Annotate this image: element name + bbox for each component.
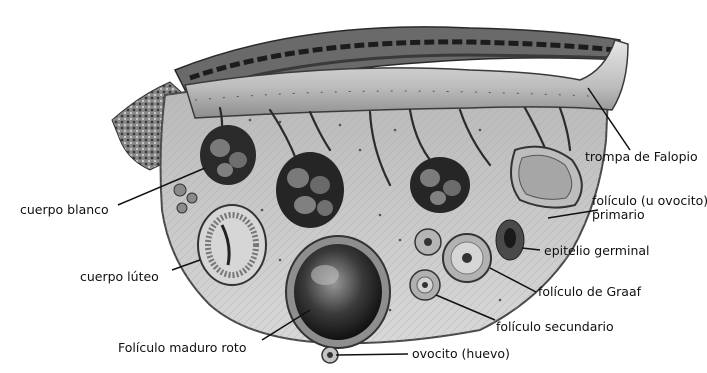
germinal-epithelium-cell [496,220,524,260]
graafian-follicle [443,234,491,282]
primary-follicle [415,229,441,255]
ovum [322,347,338,363]
corpus-luteum [198,205,266,285]
label-corpus-luteum: cuerpo lúteo [80,270,159,284]
label-primary-follicle: folículo (u ovocito) primario [592,194,707,222]
ruptured-follicle [286,236,390,348]
label-primary-follicle-line2: primario [592,208,707,222]
label-fallopian-tube: trompa de Falopio [585,150,698,164]
label-secondary-follicle: folículo secundario [496,320,614,334]
corpus-albicans-3 [410,157,470,213]
secondary-follicle [410,270,440,300]
label-corpus-albicans: cuerpo blanco [20,203,109,217]
label-ruptured-follicle: Folículo maduro roto [118,341,246,355]
label-ovum: ovocito (huevo) [412,347,510,361]
corpus-albicans-2 [276,152,344,228]
corpus-albicans [200,125,256,185]
label-graafian-follicle: folículo de Graaf [538,285,641,299]
label-germinal-epithelium: epitelio germinal [544,244,650,258]
label-primary-follicle-line1: folículo (u ovocito) [592,194,707,208]
